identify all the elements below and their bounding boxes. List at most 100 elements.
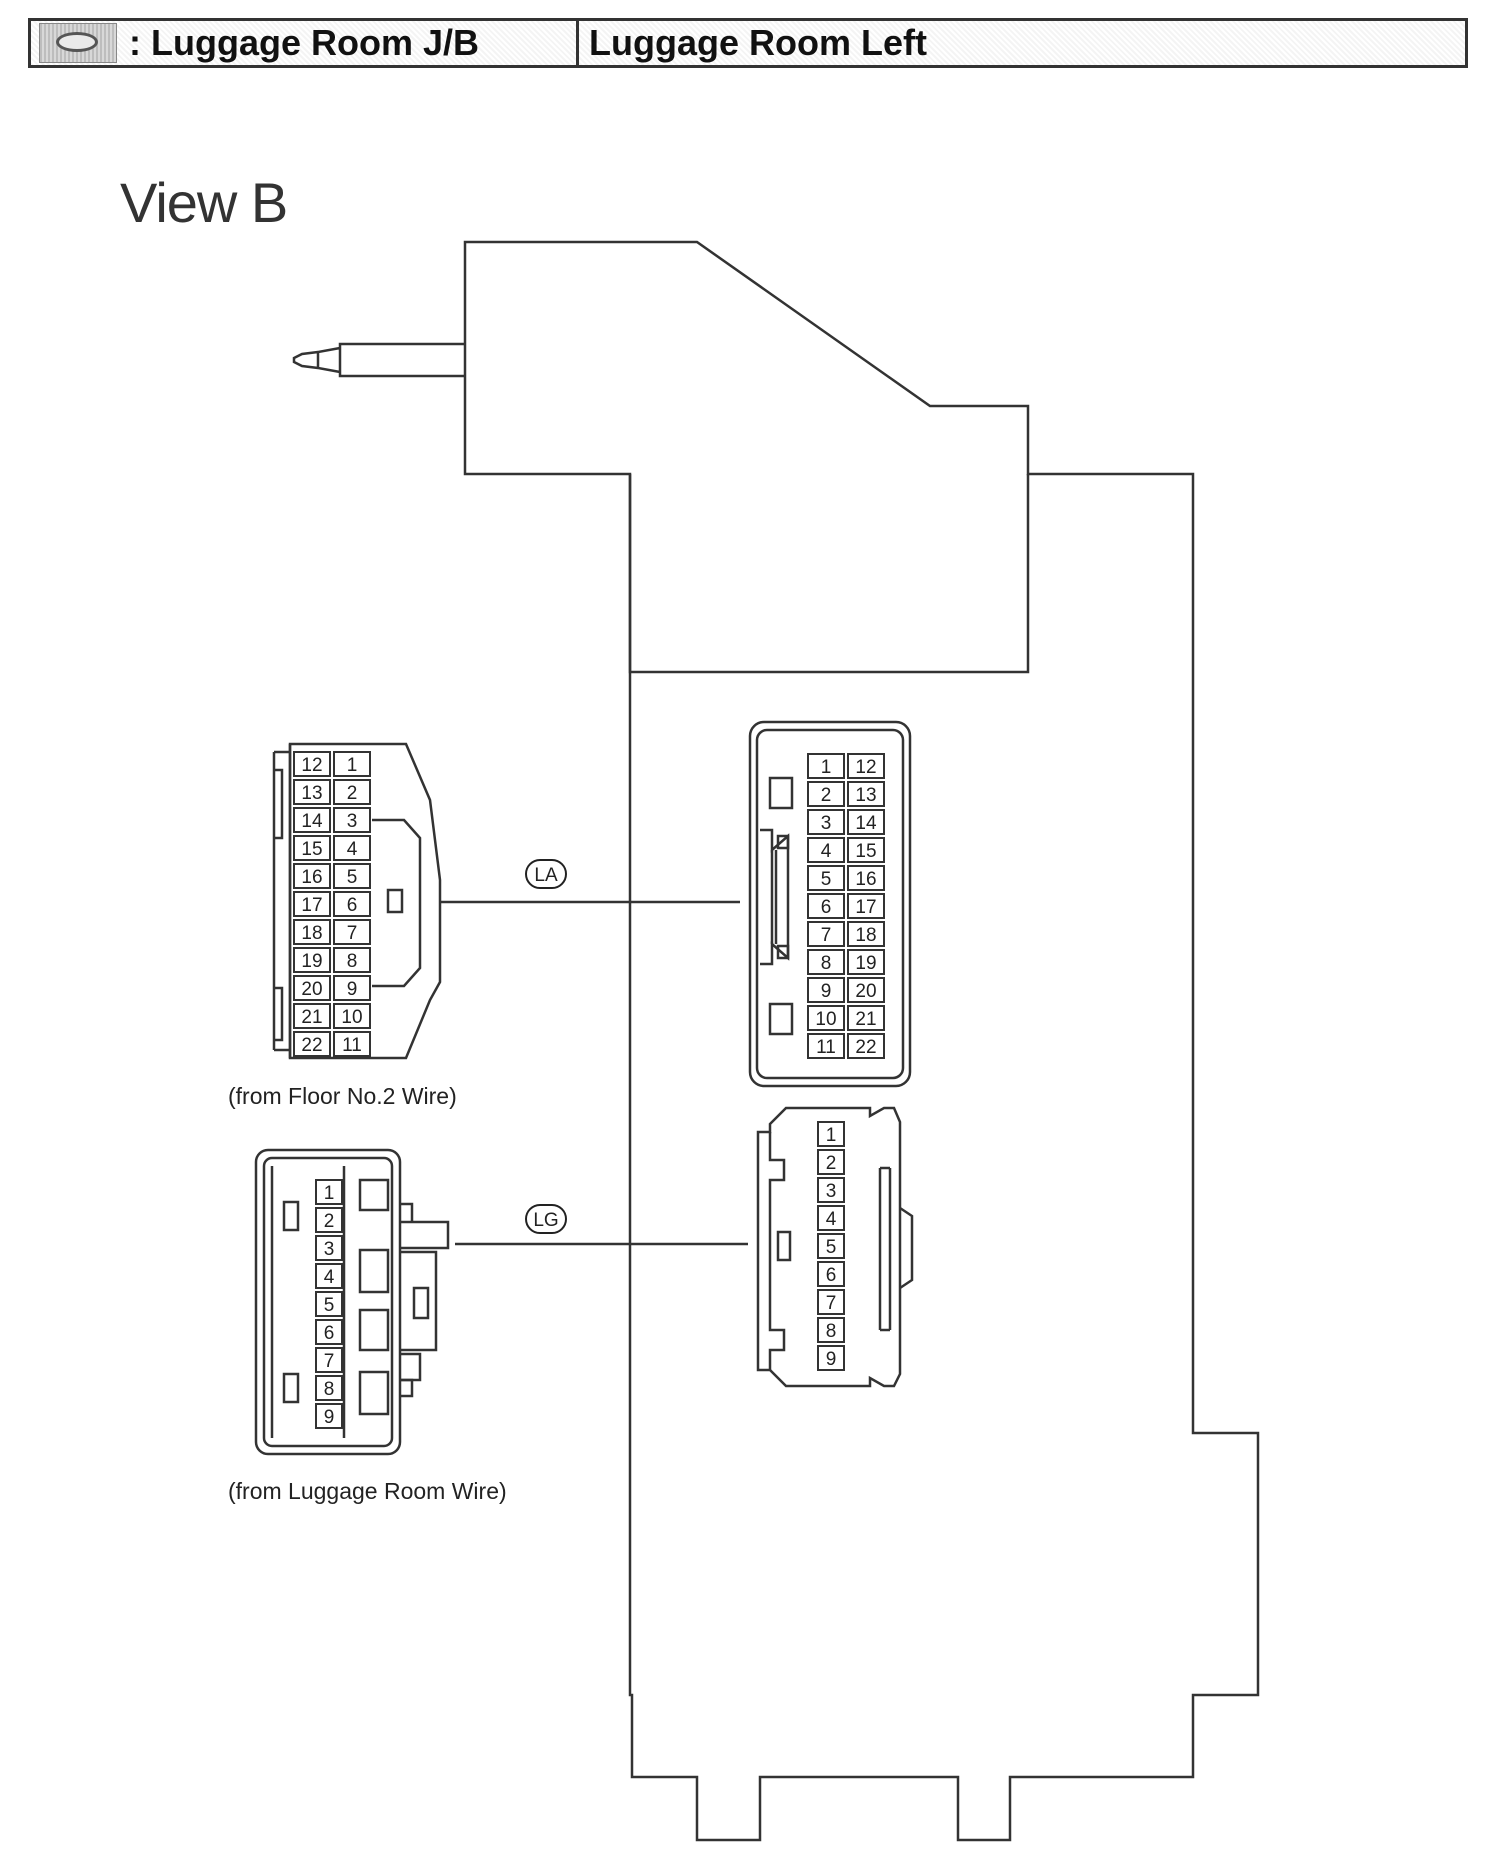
la-jb-pin-label: 22: [855, 1037, 876, 1058]
junction-block-upper-panel: [628, 474, 1030, 674]
lg-jb-pin-label: 9: [826, 1349, 837, 1370]
lg-jb-pin-cell: [817, 1345, 845, 1371]
la-jb-pin-label: 18: [855, 925, 876, 946]
junction-block-outline: [463, 240, 1260, 1842]
la-jb-pin-cell: [847, 921, 885, 947]
la-jb-pin-label: 4: [821, 841, 832, 862]
lg-harness-pin-cell: [315, 1319, 343, 1345]
la-code-label: LA: [534, 865, 558, 886]
la-harness-pin-cell: [293, 919, 331, 945]
la-jb-pin-label: 21: [855, 1009, 876, 1030]
la-jb-pin-cell: [847, 865, 885, 891]
la-jb-pin-label: 1: [821, 757, 832, 778]
la-jb-pin-cell: [847, 753, 885, 779]
lg-jb-pin-cell: [817, 1177, 845, 1203]
la-jb-pin-cell: [807, 949, 845, 975]
lg-harness-pin-cell: [315, 1403, 343, 1429]
lg-jb-pin-cell: [817, 1149, 845, 1175]
la-harness-pin-label: 7: [347, 923, 358, 944]
la-jb-pin-label: 7: [821, 925, 832, 946]
la-jb-pin-label: 11: [816, 1037, 836, 1058]
la-harness-pin-cell: [293, 751, 331, 777]
lg-harness-pin-label: 7: [324, 1351, 335, 1372]
lg-harness-pin-label: 6: [324, 1323, 335, 1344]
lg-jb-pin-label: 2: [826, 1153, 837, 1174]
la-harness-pin-label: 9: [347, 979, 358, 1000]
la-jb-pin-cell: [807, 809, 845, 835]
la-harness-pin-label: 19: [301, 951, 322, 972]
la-jb-pin-cell: [807, 865, 845, 891]
la-harness-pin-label: 14: [301, 811, 323, 832]
location-label: : Luggage Room J/B: [129, 22, 479, 63]
header-bar: : Luggage Room J/B Luggage Room Left: [28, 18, 1468, 68]
la-harness-pin-cell: [293, 863, 331, 889]
la-jb-pin-cell: [807, 753, 845, 779]
la-harness-pin-cell: [293, 835, 331, 861]
lg-harness-pin-cell: [315, 1207, 343, 1233]
la-harness-pin-label: 13: [301, 783, 322, 804]
la-jb-pin-cell: [847, 949, 885, 975]
la-harness-pin-cell: [333, 1003, 371, 1029]
la-jb-pin-cell: [847, 1005, 885, 1031]
la-harness-pin-cell: [293, 779, 331, 805]
la-harness-pin-label: 16: [301, 867, 322, 888]
la-harness-pin-cell: [333, 835, 371, 861]
la-harness-pin-cell: [333, 807, 371, 833]
la-jb-pin-cell: [807, 837, 845, 863]
la-harness-pin-label: 6: [347, 895, 358, 916]
lg-jb-pin-cell: [817, 1261, 845, 1287]
la-jb-pin-cell: [807, 1033, 845, 1059]
lg-harness-pin-label: 9: [324, 1407, 335, 1428]
mounting-stud: [292, 342, 465, 378]
la-harness-pin-cell: [333, 1031, 371, 1057]
la-harness-pin-cell: [333, 975, 371, 1001]
lg-harness-pin-label: 5: [324, 1295, 335, 1316]
la-jb-pin-cell: [807, 1005, 845, 1031]
la-jb-pin-label: 12: [855, 757, 876, 778]
la-harness-pin-label: 18: [301, 923, 322, 944]
header-location-cell: : Luggage Room J/B: [31, 21, 579, 65]
la-jb-pin-label: 17: [855, 897, 876, 918]
lg-jb-pin-label: 3: [826, 1181, 837, 1202]
la-jb-pin-label: 15: [855, 841, 876, 862]
la-harness-pin-label: 21: [301, 1007, 322, 1028]
la-harness-pin-cell: [293, 807, 331, 833]
lg-harness-pin-cell: [315, 1179, 343, 1205]
la-jb-pin-label: 8: [821, 953, 832, 974]
la-jb-pin-cell: [807, 977, 845, 1003]
la-harness-pin-cell: [333, 863, 371, 889]
la-harness-pin-label: 17: [301, 895, 322, 916]
la-jb-pin-cell: [847, 893, 885, 919]
la-jb-pin-cell: [807, 893, 845, 919]
lg-harness-pin-label: 2: [324, 1211, 335, 1232]
lg-jb-pin-cell: [817, 1121, 845, 1147]
la-harness-pin-label: 2: [347, 783, 358, 804]
la-jb-pin-label: 2: [821, 785, 832, 806]
lg-harness-pin-label: 4: [324, 1267, 335, 1288]
lg-harness-pin-label: 8: [324, 1379, 335, 1400]
la-harness-pin-label: 5: [347, 867, 358, 888]
la-harness-pin-cell: [333, 891, 371, 917]
la-harness-pin-label: 4: [347, 839, 358, 860]
lg-jb-pin-cell: [817, 1289, 845, 1315]
la-jb-pin-cell: [847, 1033, 885, 1059]
la-jb-pin-cell: [847, 837, 885, 863]
lg-harness-pin-cell: [315, 1235, 343, 1261]
la-jb-pin-label: 10: [815, 1009, 836, 1030]
la-harness-pin-label: 20: [301, 979, 322, 1000]
la-harness-pin-label: 11: [342, 1035, 362, 1056]
la-harness-pin-cell: [293, 1003, 331, 1029]
lg-jb-pin-label: 7: [826, 1293, 837, 1314]
lg-jb-pin-cell: [817, 1317, 845, 1343]
la-harness-pin-label: 15: [301, 839, 322, 860]
junction-block-icon: [39, 23, 117, 63]
la-jb-pin-label: 14: [855, 813, 877, 834]
la-harness-pin-label: 8: [347, 951, 358, 972]
lg-code-label: LG: [533, 1210, 558, 1231]
la-caption: (from Floor No.2 Wire): [228, 1083, 457, 1109]
lg-caption: (from Luggage Room Wire): [228, 1478, 507, 1504]
la-harness-pin-cell: [293, 891, 331, 917]
